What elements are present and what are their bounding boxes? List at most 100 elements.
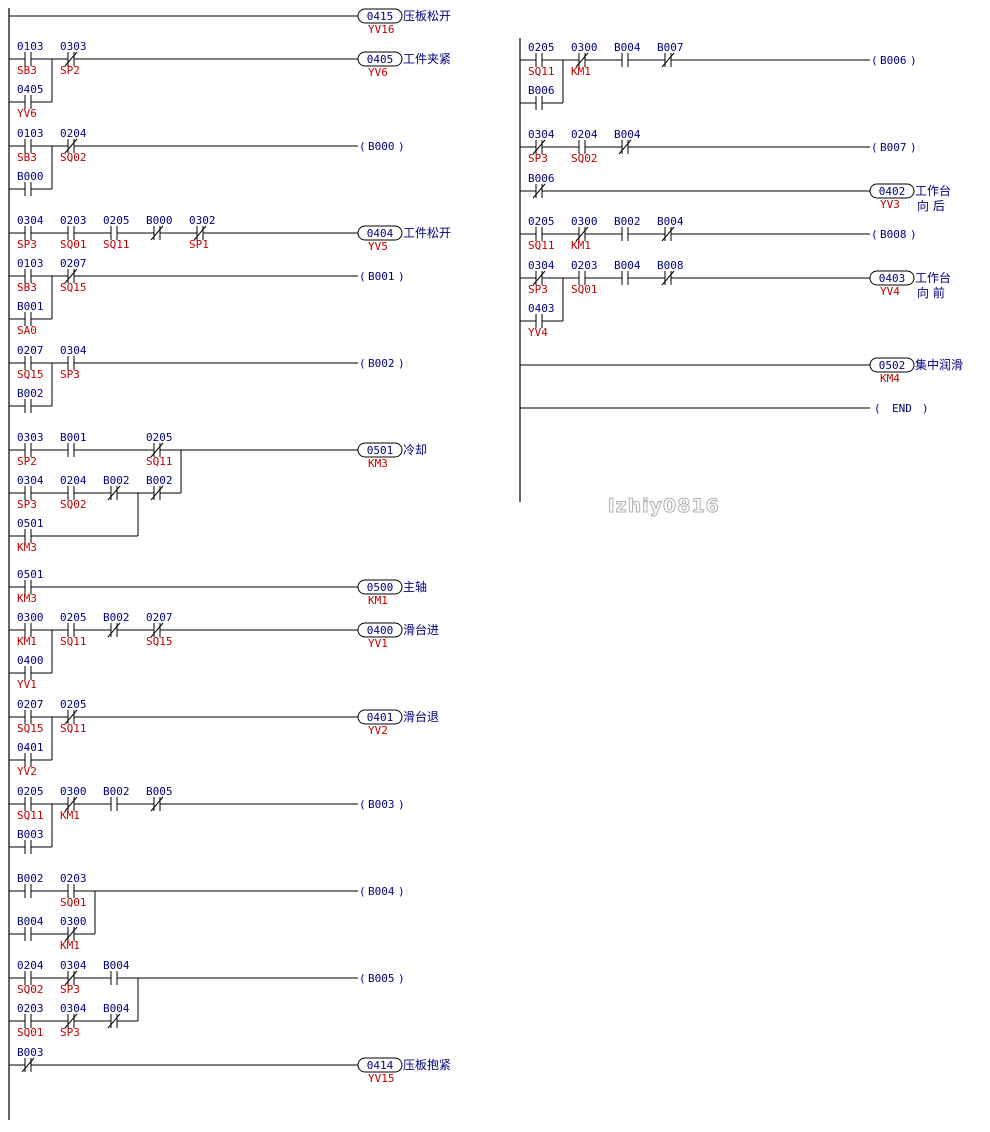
contact-address: B001 (17, 300, 44, 313)
contact-address: B006 (528, 84, 555, 97)
coil-description: 滑台退 (403, 709, 439, 724)
aux-relay-label: B001 (368, 270, 395, 283)
contact-address: 0304 (60, 959, 87, 972)
contact-device: KM1 (571, 65, 591, 78)
output-coil (869, 357, 915, 373)
watermark: lzhiy0816 (608, 495, 720, 518)
contact-address: 0205 (146, 431, 173, 444)
contact-device: SQ01 (571, 283, 598, 296)
end-label: END (892, 402, 912, 415)
contact-address: 0204 (571, 128, 598, 141)
coil-paren: ( (359, 270, 366, 283)
output-coil (357, 442, 403, 458)
contact-address: 0300 (571, 215, 598, 228)
contact-address: 0205 (528, 41, 555, 54)
contact-device: SQ02 (60, 151, 87, 164)
aux-relay-label: B004 (368, 885, 395, 898)
output-coil (869, 270, 915, 286)
contact-address: 0207 (60, 257, 87, 270)
contact-address: 0203 (60, 872, 87, 885)
output-coil (869, 183, 915, 199)
coil-paren: ) (398, 885, 405, 898)
nc-slash (575, 226, 589, 242)
contact-address: 0203 (17, 1002, 44, 1015)
contact-address: 0205 (528, 215, 555, 228)
aux-relay-label: B006 (880, 54, 907, 67)
coil-paren: ( (359, 798, 366, 811)
contact-address: B000 (146, 214, 173, 227)
contact-address: 0204 (17, 959, 44, 972)
coil-description: 工件松开 (403, 226, 451, 240)
contact-device: SQ11 (528, 65, 555, 78)
contact-address: B004 (657, 215, 684, 228)
contact-device: SQ01 (17, 1026, 44, 1039)
nc-slash (107, 485, 121, 501)
contact-device: SQ11 (528, 239, 555, 252)
contact-address: B002 (17, 387, 44, 400)
contact-address: B002 (614, 215, 641, 228)
coil-paren: ( (359, 972, 366, 985)
contact-device: KM1 (60, 939, 80, 952)
contact-address: 0304 (17, 214, 44, 227)
coil-paren: ) (398, 357, 405, 370)
contact-device: SQ02 (17, 983, 44, 996)
contact-device: YV2 (17, 765, 37, 778)
contact-address: 0207 (17, 698, 44, 711)
nc-slash (64, 970, 78, 986)
nc-slash (64, 268, 78, 284)
contact-address: 0205 (17, 785, 44, 798)
contact-address: 0304 (60, 1002, 87, 1015)
contact-address: 0204 (60, 474, 87, 487)
contact-address: B007 (657, 41, 684, 54)
coil-address: 0414 (367, 1059, 394, 1072)
contact-address: 0302 (189, 214, 216, 227)
contact-device: SQ01 (60, 238, 87, 251)
contact-address: 0304 (528, 259, 555, 272)
output-coil (357, 8, 403, 24)
coil-address: 0404 (367, 227, 394, 240)
aux-relay-label: B000 (368, 140, 395, 153)
coil-address: 0402 (879, 185, 906, 198)
aux-relay-label: B008 (880, 228, 907, 241)
nc-slash (150, 485, 164, 501)
coil-description: 滑台进 (403, 622, 439, 637)
aux-relay-label: B005 (368, 972, 395, 985)
coil-description-2: 向 后 (917, 198, 945, 213)
contact-address: B002 (146, 474, 173, 487)
contact-address: 0303 (60, 40, 87, 53)
contact-device: SQ15 (17, 722, 44, 735)
nc-slash (532, 183, 546, 199)
coil-paren: ( (871, 228, 878, 241)
contact-address: 0304 (17, 474, 44, 487)
contact-device: SP1 (189, 238, 209, 251)
coil-device: YV1 (368, 637, 388, 650)
contact-device: SQ15 (17, 368, 44, 381)
coil-address: 0415 (367, 10, 394, 23)
contact-device: SP2 (60, 64, 80, 77)
contact-address: 0300 (60, 785, 87, 798)
nc-slash (107, 1013, 121, 1029)
contact-address: 0103 (17, 257, 44, 270)
contact-device: YV4 (528, 326, 548, 339)
coil-paren: ( (359, 140, 366, 153)
contact-address: 0203 (571, 259, 598, 272)
contact-address: 0403 (528, 302, 555, 315)
coil-description: 集中润滑 (915, 357, 963, 372)
contact-device: SQ11 (60, 635, 87, 648)
contact-device: SQ15 (146, 635, 173, 648)
contact-device: SP3 (60, 1026, 80, 1039)
coil-address: 0401 (367, 711, 394, 724)
output-coil (357, 1057, 403, 1073)
contact-device: SP3 (60, 368, 80, 381)
contact-address: 0103 (17, 40, 44, 53)
contact-device: SQ11 (60, 722, 87, 735)
contact-device: SP3 (528, 152, 548, 165)
contact-address: 0207 (17, 344, 44, 357)
aux-relay-label: B007 (880, 141, 907, 154)
coil-description: 工件夹紧 (403, 52, 451, 66)
output-coil (357, 709, 403, 725)
coil-description-2: 向 前 (917, 285, 945, 300)
contact-address: B002 (103, 474, 130, 487)
contact-address: B002 (103, 611, 130, 624)
